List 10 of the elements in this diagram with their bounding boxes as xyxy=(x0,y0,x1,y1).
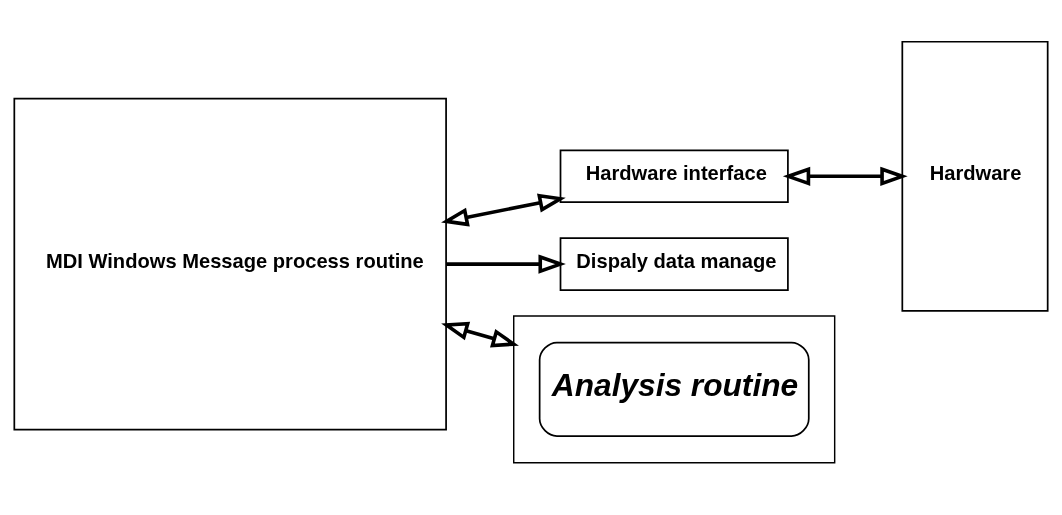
cluster xyxy=(513,314,836,463)
arrow xyxy=(446,254,566,274)
node-box: Hardware interface xyxy=(559,149,789,203)
arrow xyxy=(441,321,519,347)
node-box: Dispaly data manage xyxy=(559,236,789,291)
node-box: MDI Windows Message process routine xyxy=(13,97,447,430)
arrow xyxy=(441,193,566,226)
node-box: Analysis routine xyxy=(538,341,810,437)
node-box: Hardware xyxy=(901,40,1049,312)
arrow xyxy=(782,166,908,186)
